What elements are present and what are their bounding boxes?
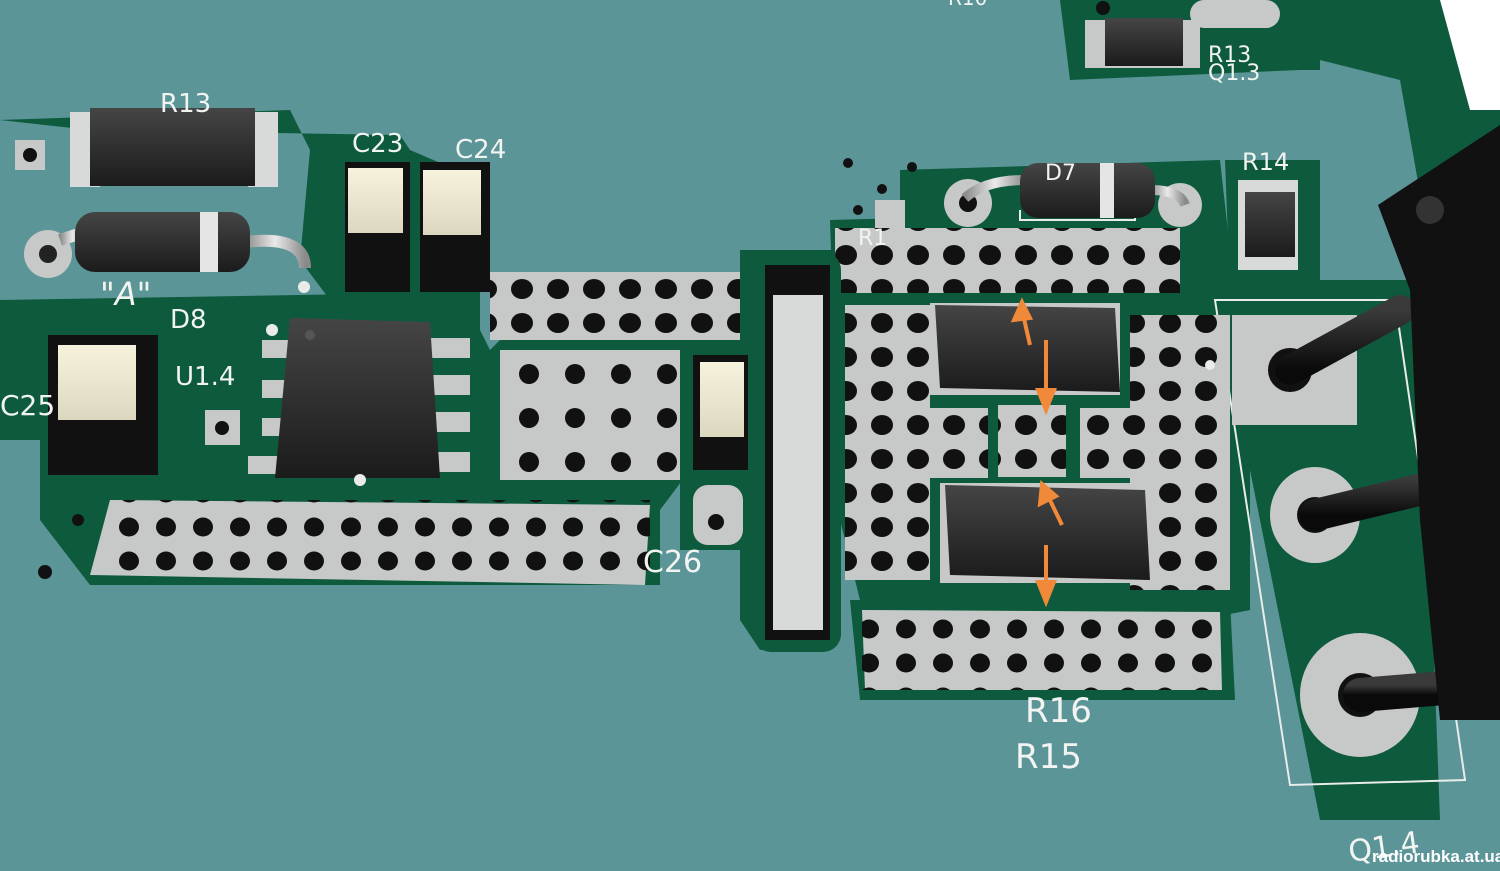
pad-array-c26 xyxy=(90,500,650,585)
label-r16: R16 xyxy=(1025,691,1092,731)
c24-capacitor xyxy=(420,162,490,292)
r15-resistor xyxy=(930,303,1120,395)
current-arrows xyxy=(1010,297,1064,608)
pad-array-center-grid xyxy=(500,350,680,480)
label-c25: C25 xyxy=(0,389,55,422)
c23-capacitor xyxy=(345,162,410,292)
vertical-strip xyxy=(753,252,841,652)
r14-resistor xyxy=(1238,180,1298,270)
label-d7: D7 xyxy=(1045,161,1076,186)
label-r-top-right: R13 xyxy=(1208,43,1251,68)
d8-diode xyxy=(24,212,311,278)
label-q13: Q1.3 xyxy=(1208,61,1260,86)
label-u14: U1.4 xyxy=(175,362,235,392)
label-d8: D8 xyxy=(170,305,207,335)
label-r15: R15 xyxy=(1015,737,1082,777)
c25-capacitor xyxy=(48,335,158,475)
label-c26: C26 xyxy=(643,545,702,580)
q14-transistor xyxy=(1232,125,1500,757)
vias xyxy=(15,1,1110,579)
u14-ic xyxy=(248,318,470,478)
pad-array-top-right xyxy=(835,228,1180,293)
label-r13: R13 xyxy=(160,89,211,119)
label-c24: C24 xyxy=(455,135,506,165)
pad-array-r16 xyxy=(862,610,1222,690)
label-r14: R14 xyxy=(1242,148,1289,176)
label-c23: C23 xyxy=(352,129,403,159)
pad-array-top-center xyxy=(490,272,740,340)
label-r10: R10 xyxy=(948,0,987,10)
r13-resistor xyxy=(70,108,278,187)
watermark: radiorubka.at.ua xyxy=(1372,847,1500,866)
d7-diode xyxy=(944,163,1202,227)
r13-top-resistor xyxy=(1085,0,1280,68)
board-edge xyxy=(1300,0,1500,110)
pad-array-left-column xyxy=(845,305,930,580)
label-anode: "A" xyxy=(100,275,151,313)
pad-array-right-column xyxy=(1130,315,1230,590)
silk-dots xyxy=(266,281,1215,486)
small-capacitor xyxy=(693,355,748,545)
label-r1: R1 xyxy=(858,226,887,251)
